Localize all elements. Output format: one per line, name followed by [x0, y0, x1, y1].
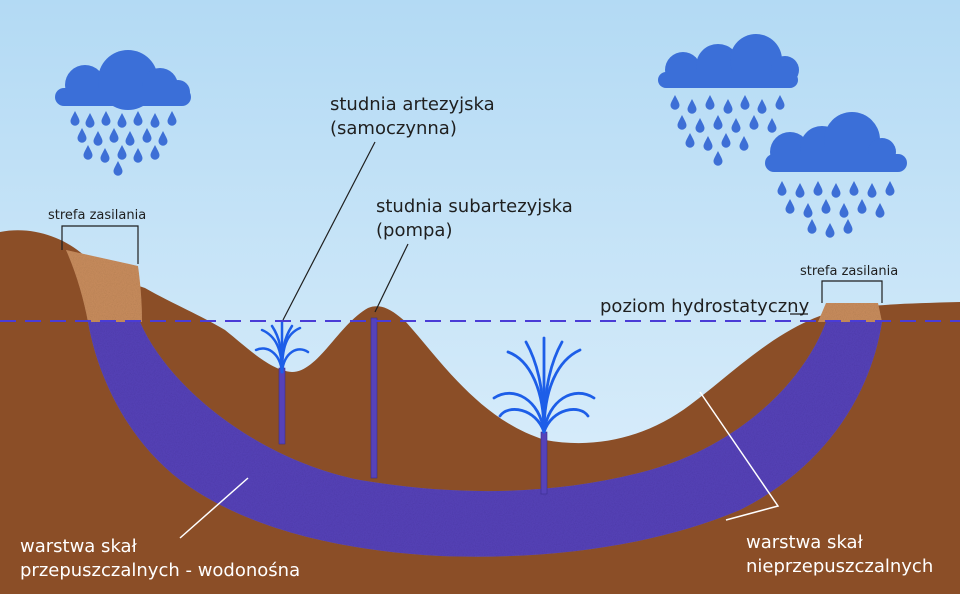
label-recharge-zone-right: strefa zasilania	[800, 264, 898, 279]
recharge-zone-right	[818, 303, 882, 322]
leader-subartesian	[374, 243, 409, 313]
fountain-icon	[492, 336, 596, 434]
label-water-level: poziom hydrostatyczny	[600, 296, 810, 317]
leader-impermeable	[699, 391, 780, 521]
recharge-bracket-right	[821, 280, 883, 303]
rain-cloud-icon	[55, 50, 191, 176]
subartesian-well-pipe	[370, 317, 378, 479]
label-recharge-zone-left: strefa zasilania	[48, 208, 146, 223]
recharge-zone-left	[66, 250, 142, 322]
label-artesian-well-sub: (samoczynna)	[330, 118, 457, 139]
leader-artesian	[282, 141, 376, 321]
label-artesian-well: studnia artezyjska	[330, 94, 495, 115]
label-permeable-layer: warstwa skał	[20, 536, 138, 557]
label-subartesian-well: studnia subartezyjska	[376, 196, 573, 217]
aquifer-permeable-layer	[88, 322, 882, 557]
recharge-bracket-left	[61, 225, 139, 264]
fountain-icon	[254, 320, 310, 374]
leader-permeable	[179, 477, 249, 539]
label-impermeable-layer: warstwa skał	[746, 532, 864, 553]
label-impermeable-layer-sub: nieprzepuszczalnych	[746, 556, 933, 577]
label-subartesian-well-sub: (pompa)	[376, 220, 452, 241]
artesian-well-pipe	[278, 367, 286, 445]
central-well-pipe	[540, 431, 548, 495]
rain-cloud-icon	[765, 112, 907, 238]
label-permeable-layer-sub: przepuszczalnych - wodonośna	[20, 560, 300, 581]
rain-cloud-icon	[658, 34, 799, 166]
